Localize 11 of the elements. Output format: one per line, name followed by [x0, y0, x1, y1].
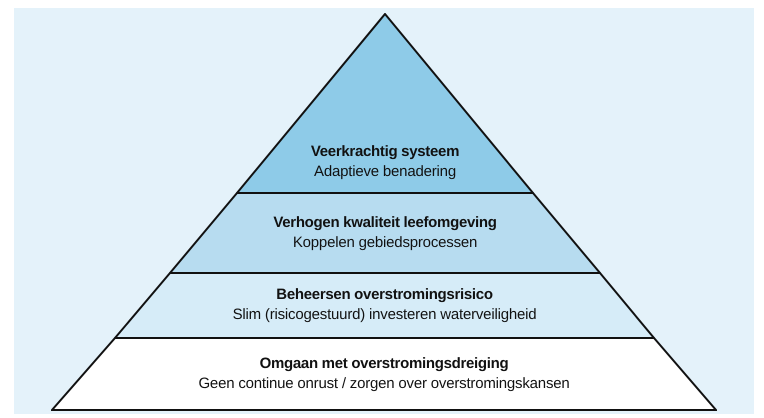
tier-title: Verhogen kwaliteit leefomgeving: [273, 213, 497, 233]
pyramid-tier: [51, 337, 717, 411]
tier-title: Omgaan met overstromingsdreiging: [260, 354, 508, 374]
tier-description: Geen continue onrust / zorgen over overstromingskansen: [198, 374, 570, 394]
pyramid-tier: [169, 192, 601, 274]
tier-description: Koppelen gebiedsprocessen: [292, 233, 478, 253]
tier-title: Beheersen overstromingsrisico: [276, 285, 493, 305]
tier-description: Adaptieve benadering: [314, 162, 456, 182]
tier-title: Veerkrachtig systeem: [310, 142, 460, 162]
tier-description: Slim (risicogestuurd) investeren waterveiligheid: [232, 305, 536, 325]
pyramid-tier: [236, 13, 534, 194]
